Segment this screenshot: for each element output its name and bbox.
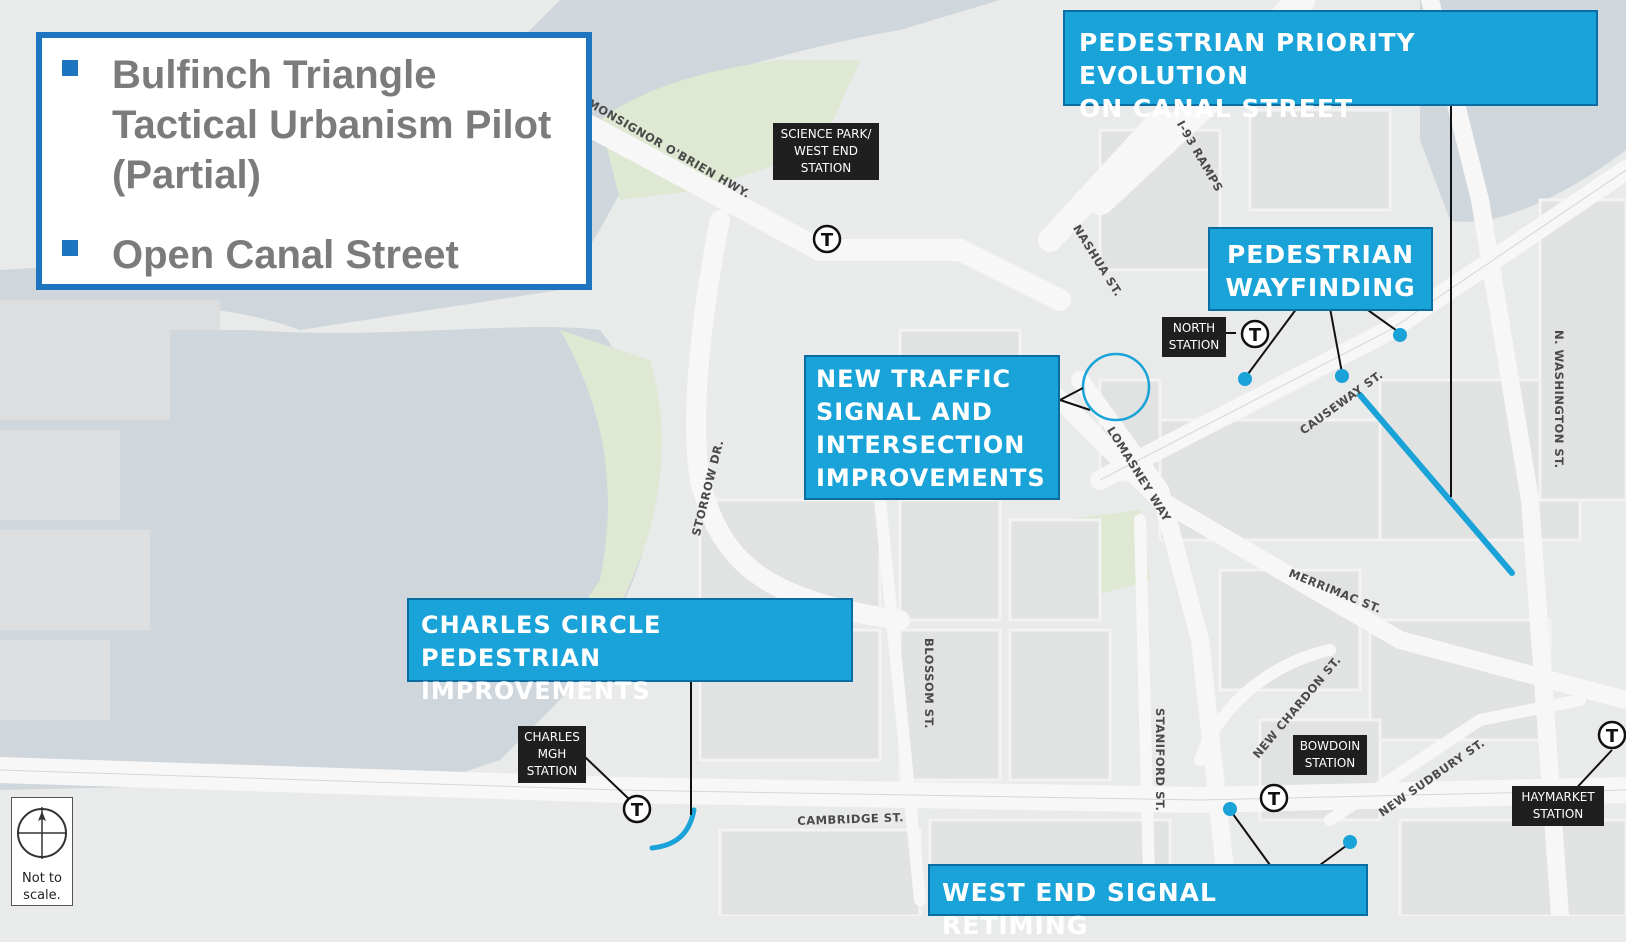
svg-text:T: T: [821, 230, 834, 251]
station-label-haymarket: HAYMARKET STATION: [1512, 786, 1604, 826]
scale-note: Not to scale.: [22, 871, 62, 903]
location-dots: [1223, 328, 1407, 849]
callout-west-end: WEST END SIGNAL RETIMING: [928, 864, 1368, 940]
t-station-markers: T T T T T: [622, 224, 1626, 824]
station-label-north: NORTH STATION: [1162, 317, 1226, 357]
legend-item-tactical-urbanism: Bulfinch Triangle Tactical Urbanism Pilo…: [62, 50, 551, 200]
callout-charles-circle: CHARLES CIRCLE PEDESTRIAN IMPROVEMENTS: [407, 598, 853, 705]
svg-text:T: T: [1268, 789, 1281, 810]
charles-circle-highlight: [649, 807, 697, 851]
svg-text:T: T: [1606, 726, 1619, 747]
station-label-charles-mgh: CHARLES MGH STATION: [518, 726, 586, 783]
station-label-bowdoin: BOWDOIN STATION: [1293, 735, 1367, 775]
street-label-staniford: STANIFORD ST.: [1153, 708, 1167, 812]
callout-wayfinding: PEDESTRIAN WAYFINDING: [1208, 227, 1433, 311]
legend-item-label: Open Canal Street: [112, 233, 459, 277]
callout-traffic-signal: NEW TRAFFIC SIGNAL AND INTERSECTION IMPR…: [804, 355, 1060, 500]
street-label-blossom: BLOSSOM ST.: [922, 638, 936, 729]
intersection-highlight-circle: [1081, 352, 1151, 422]
scale-box: Not to scale.: [11, 797, 73, 906]
legend-item-label: Bulfinch Triangle Tactical Urbanism Pilo…: [112, 53, 552, 197]
north-arrow-icon: [17, 807, 67, 859]
street-label-washington: N. WASHINGTON ST.: [1552, 330, 1566, 469]
svg-text:T: T: [631, 800, 644, 821]
road-lines: [0, 169, 1626, 801]
t-marker-north-station: T: [1240, 319, 1270, 349]
t-marker-science-park: T: [812, 224, 842, 254]
callout-canal-street: PEDESTRIAN PRIORITY EVOLUTION ON CANAL S…: [1063, 10, 1598, 123]
canal-street-highlight: [1357, 392, 1515, 576]
t-marker-charles-mgh: T: [622, 794, 652, 824]
left-bank-buildings: [0, 300, 220, 720]
svg-text:T: T: [1249, 325, 1262, 346]
t-marker-bowdoin: T: [1259, 783, 1289, 813]
legend-item-open-canal: Open Canal Street: [62, 230, 459, 280]
t-marker-haymarket: T: [1597, 720, 1626, 750]
legend-bullet: [62, 60, 78, 76]
legend-bullet: [62, 240, 78, 256]
legend-box: Bulfinch Triangle Tactical Urbanism Pilo…: [36, 32, 592, 290]
station-label-science-park: SCIENCE PARK/ WEST END STATION: [773, 123, 879, 180]
